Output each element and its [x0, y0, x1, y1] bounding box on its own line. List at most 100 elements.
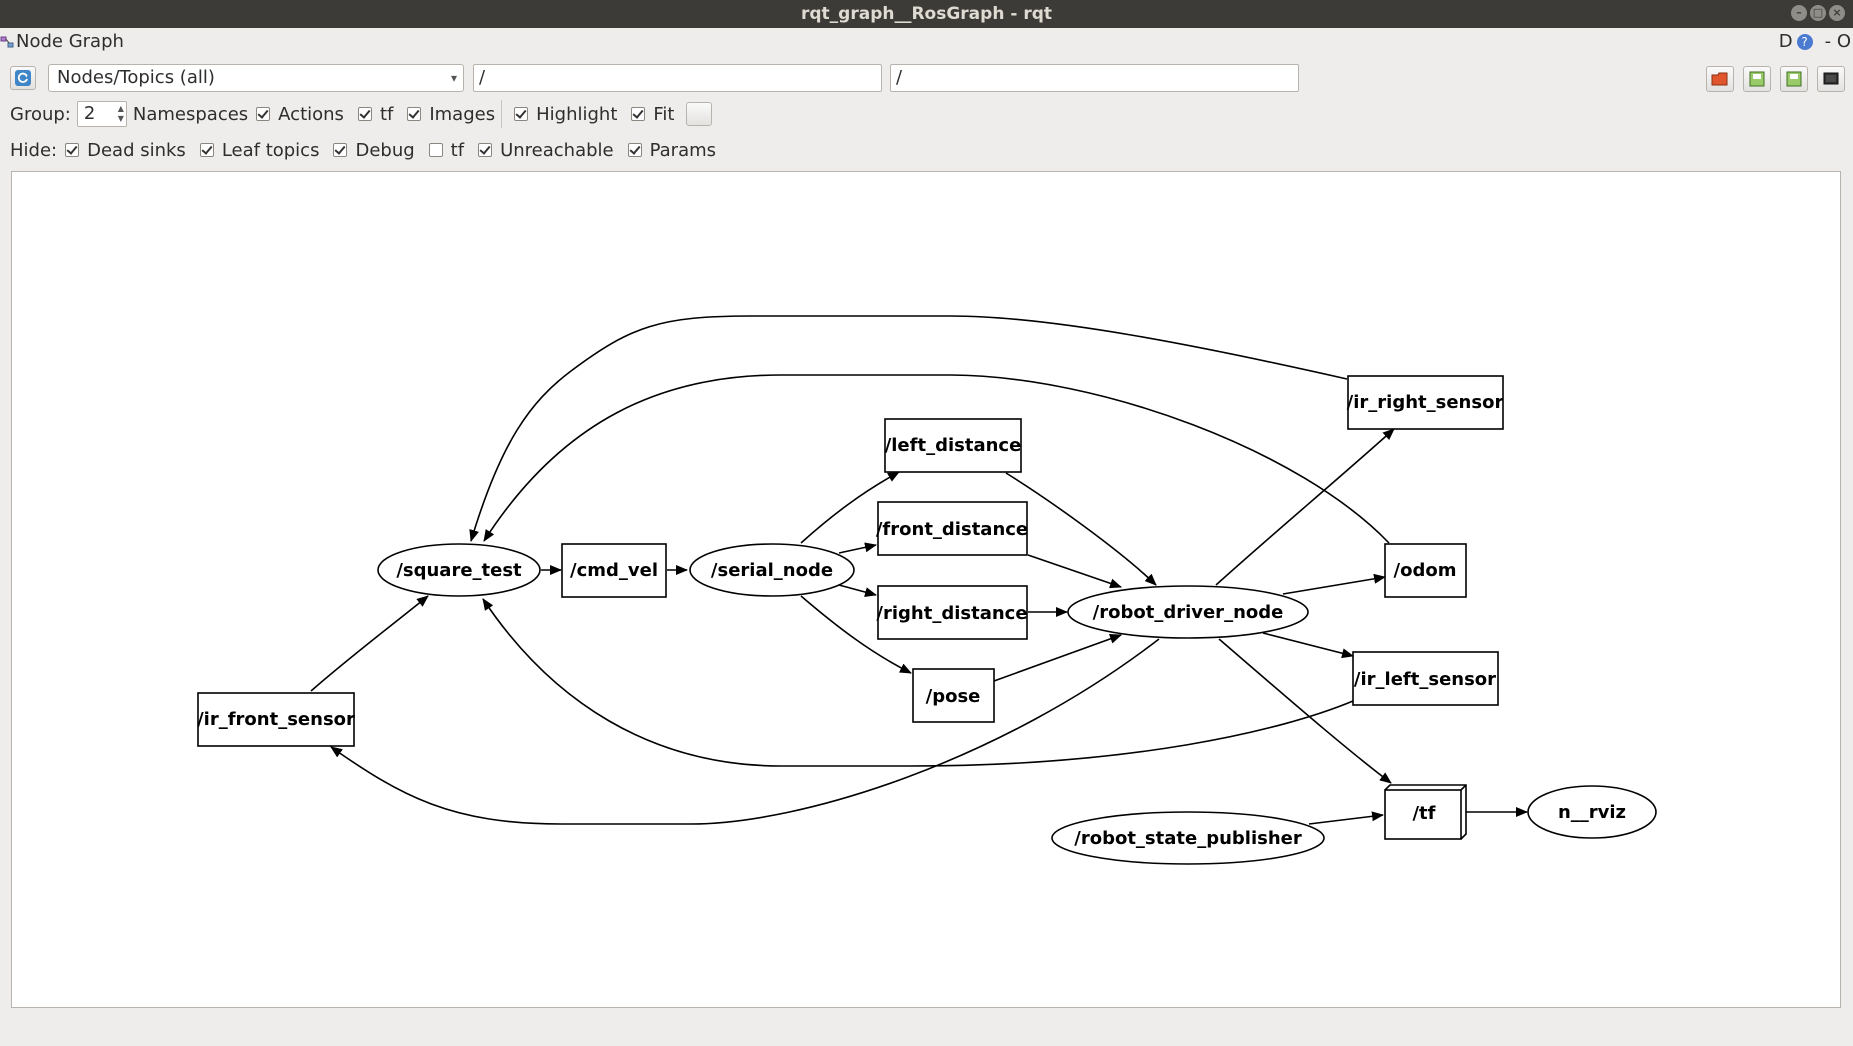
edge-robot-driver-ir-front: [330, 638, 1160, 825]
ros-graph: /square_test /cmd_vel /serial_node /left…: [197, 315, 1657, 865]
highlight-checkbox[interactable]: [514, 107, 529, 121]
images-checkbox[interactable]: [407, 107, 422, 121]
edge-odom-square-test: [483, 374, 1390, 544]
save-svg-icon: [1786, 71, 1802, 87]
dead-sinks-checkbox[interactable]: [65, 143, 80, 157]
topic-label: /right_distance: [876, 603, 1027, 624]
load-dot-button[interactable]: [1706, 66, 1734, 92]
view-mode-value: Nodes/Topics (all): [57, 67, 215, 88]
graph-nodes: /square_test /cmd_vel /serial_node /left…: [197, 375, 1657, 865]
folder-open-icon: [1711, 72, 1728, 86]
fit-in-view-button[interactable]: [686, 102, 713, 126]
save-dot-icon: [1749, 71, 1765, 87]
topic-ir-front-sensor[interactable]: /ir_front_sensor: [197, 692, 355, 747]
edge-left-distance-robot-driver: [1005, 472, 1157, 586]
edge-robot-driver-odom: [1282, 573, 1386, 595]
node-robot-state-publisher[interactable]: /robot_state_publisher: [1051, 811, 1325, 865]
group-value: 2: [83, 103, 96, 124]
graph-plugin-icon: [0, 36, 14, 48]
plugin-close-controls[interactable]: - O: [1824, 31, 1851, 52]
save-image-button[interactable]: [1817, 66, 1845, 92]
dock-toggle[interactable]: D: [1778, 31, 1793, 52]
topic-cmd-vel[interactable]: /cmd_vel: [561, 543, 667, 598]
spin-arrows-icon[interactable]: ▲▼: [117, 104, 124, 123]
edge-front-distance-robot-driver: [1027, 554, 1122, 589]
graph-canvas[interactable]: /square_test /cmd_vel /serial_node /left…: [11, 171, 1841, 1008]
graph-toolbar: Nodes/Topics (all) ▾ / /: [10, 64, 1845, 92]
actions-label: Actions: [278, 103, 344, 125]
node-robot-driver-node[interactable]: /robot_driver_node: [1067, 585, 1309, 639]
dead-sinks-label: Dead sinks: [87, 139, 186, 161]
actions-checkbox[interactable]: [256, 107, 271, 121]
tf-hide-label: tf: [450, 139, 465, 161]
tf-group-checkbox[interactable]: [357, 107, 372, 121]
topic-ir-right-sensor[interactable]: /ir_right_sensor: [1347, 375, 1504, 430]
topic-front-distance[interactable]: /front_distance: [876, 501, 1028, 556]
topic-label: /odom: [1394, 560, 1457, 581]
edge-robot-driver-tf: [1218, 638, 1392, 784]
group-spinbox[interactable]: 2 ▲▼: [76, 101, 127, 127]
topic-label: /ir_left_sensor: [1354, 669, 1496, 690]
images-label: Images: [429, 103, 496, 125]
leaf-topics-label: Leaf topics: [221, 139, 320, 161]
edge-ir-front-square-test: [310, 595, 429, 692]
unreachable-checkbox[interactable]: [478, 143, 493, 157]
edge-ir-left-square-test: [482, 598, 1354, 767]
help-icon[interactable]: ?: [1796, 34, 1813, 50]
topic-odom[interactable]: /odom: [1384, 543, 1467, 598]
edge-serial-node-right-distance: [838, 584, 877, 597]
window-title: rqt_graph__RosGraph - rqt: [800, 4, 1052, 24]
refresh-icon: [15, 70, 31, 86]
plugin-title: Node Graph: [16, 31, 124, 52]
edge-serial-node-pose: [800, 595, 912, 674]
params-checkbox[interactable]: [627, 143, 642, 157]
leaf-topics-checkbox[interactable]: [199, 143, 214, 157]
edge-robot-driver-ir-right: [1215, 428, 1395, 586]
topic-ir-left-sensor[interactable]: /ir_left_sensor: [1352, 651, 1499, 706]
topic-label: /left_distance: [885, 435, 1022, 456]
window-titlebar: rqt_graph__RosGraph - rqt – □ ×: [0, 0, 1853, 28]
topic-label: /ir_right_sensor: [1347, 392, 1504, 413]
node-filter-input[interactable]: /: [473, 64, 882, 92]
edge-robot-driver-ir-left: [1262, 632, 1354, 659]
topic-label: /pose: [926, 686, 981, 707]
debug-checkbox[interactable]: [333, 143, 348, 157]
edge-serial-node-front-distance: [838, 542, 877, 554]
screen-icon: [1823, 72, 1839, 85]
topic-right-distance[interactable]: /right_distance: [876, 585, 1028, 640]
group-label: Group:: [10, 103, 71, 125]
chevron-down-icon: ▾: [450, 71, 457, 85]
topic-filter-input[interactable]: /: [890, 64, 1299, 92]
toolbar-separator: [501, 100, 503, 128]
highlight-label: Highlight: [536, 103, 618, 125]
namespaces-label: Namespaces: [132, 103, 249, 125]
debug-label: Debug: [355, 139, 415, 161]
node-label: n__rviz: [1558, 802, 1626, 823]
save-dot-button[interactable]: [1743, 66, 1771, 92]
node-label: /robot_state_publisher: [1074, 828, 1302, 849]
node-rviz[interactable]: n__rviz: [1527, 785, 1657, 839]
tf-hide-checkbox[interactable]: [428, 143, 443, 157]
edge-ir-right-square-test: [469, 315, 1348, 542]
node-label: /serial_node: [711, 560, 833, 581]
plugin-header-controls: D ? - O: [1779, 30, 1853, 54]
minimize-icon[interactable]: –: [1791, 5, 1807, 21]
group-options-row: Group: 2 ▲▼ Namespaces Actions tf Images…: [10, 100, 713, 128]
topic-left-distance[interactable]: /left_distance: [884, 418, 1022, 473]
fit-checkbox[interactable]: [631, 107, 646, 121]
view-mode-select[interactable]: Nodes/Topics (all) ▾: [48, 64, 464, 92]
node-serial-node[interactable]: /serial_node: [689, 543, 855, 597]
refresh-button[interactable]: [10, 66, 36, 90]
window-controls: – □ ×: [1791, 5, 1845, 21]
topic-tf[interactable]: /tf: [1384, 784, 1467, 840]
graph-file-actions: [1706, 66, 1845, 92]
topic-label: /front_distance: [876, 519, 1028, 540]
plugin-header: Node Graph: [0, 30, 124, 54]
maximize-icon[interactable]: □: [1810, 5, 1826, 21]
save-svg-button[interactable]: [1780, 66, 1808, 92]
hide-label: Hide:: [10, 139, 58, 161]
edge-pose-robot-driver: [993, 634, 1122, 682]
close-icon[interactable]: ×: [1829, 5, 1845, 21]
node-square-test[interactable]: /square_test: [377, 543, 541, 597]
topic-pose[interactable]: /pose: [912, 668, 995, 723]
